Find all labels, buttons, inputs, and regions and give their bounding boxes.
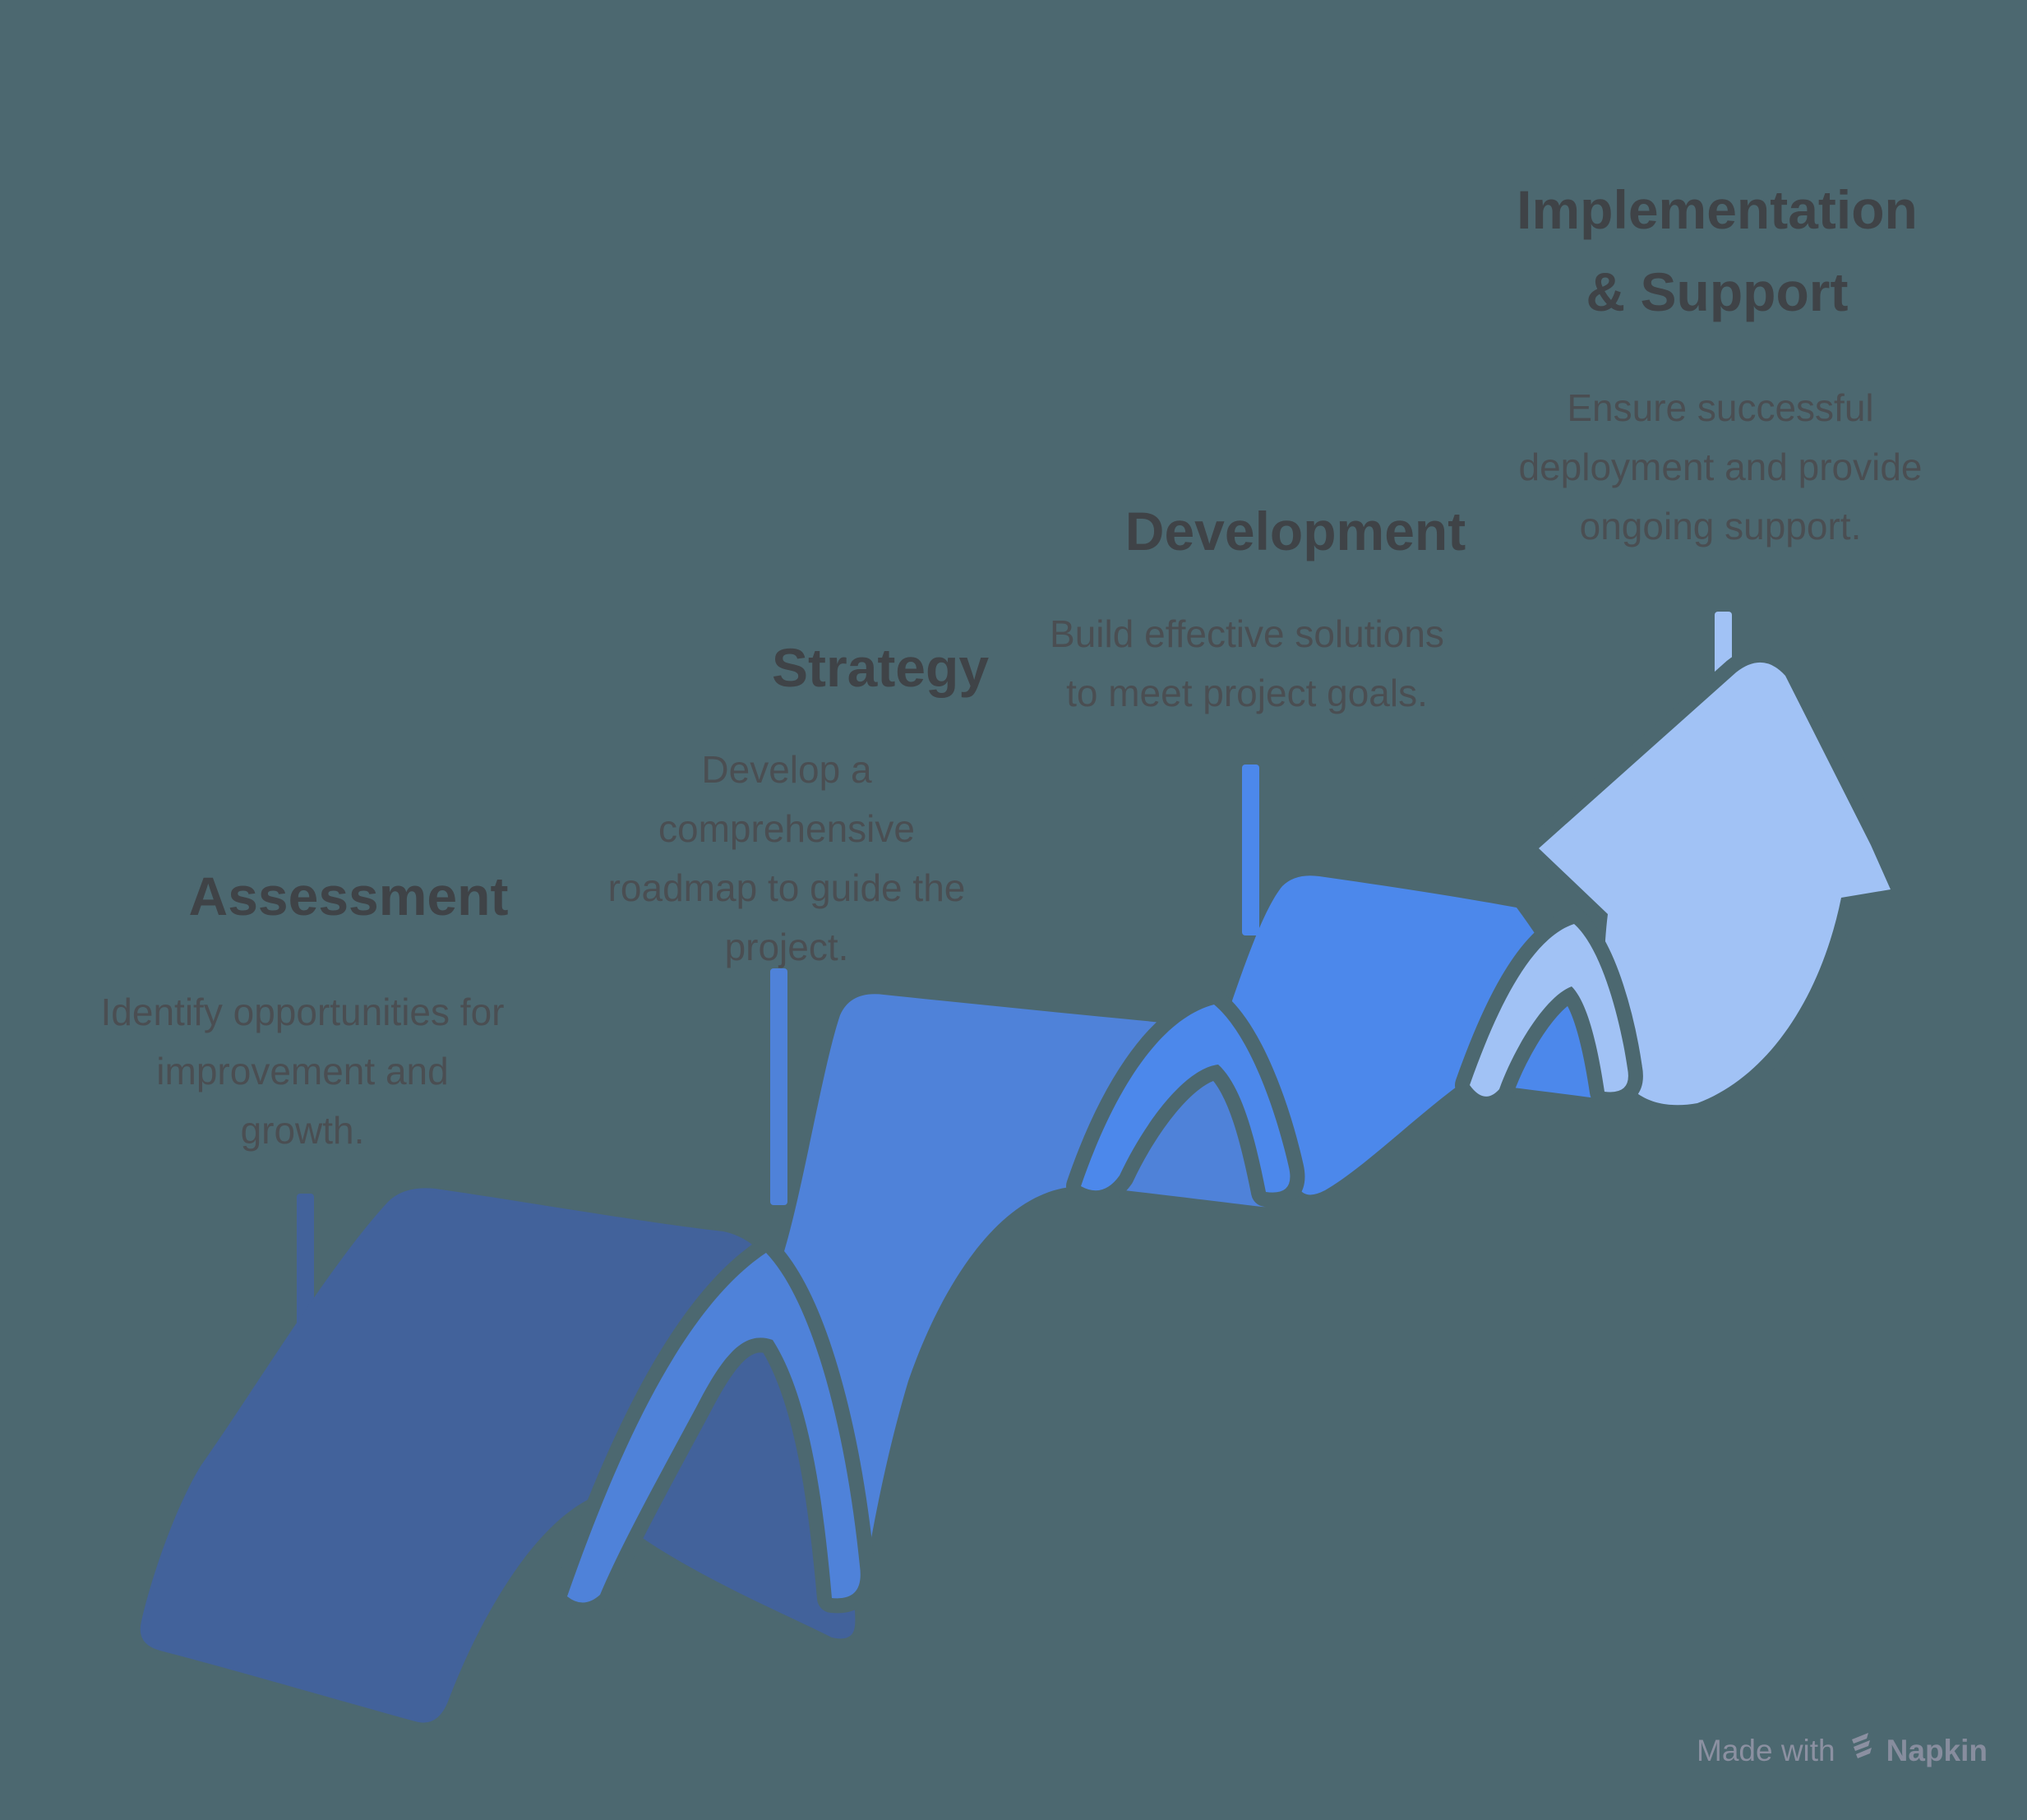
stage-desc-strategy: Develop a comprehensive roadmap to guide… (607, 748, 966, 968)
tick-development (1242, 764, 1259, 935)
stage-label-development: Development (1041, 490, 1550, 572)
stage-title-strategy: Strategy (771, 637, 990, 698)
stage-desc-strategy-block: Develop a comprehensive roadmap to guide… (556, 740, 1017, 977)
wave-segment-assessment (140, 1188, 856, 1723)
tick-strategy (770, 968, 787, 1205)
napkin-logo-icon (1847, 1731, 1875, 1770)
wave-curl-development (1081, 1005, 1291, 1193)
wave-segment-strategy (781, 994, 1279, 1602)
wave-curl-strategy (567, 1253, 861, 1603)
watermark: Made with Napkin (1697, 1731, 1988, 1770)
stage-label-implementation: Implementation & Support (1429, 169, 2005, 333)
stage-title-implementation: Implementation & Support (1517, 179, 1918, 322)
stage-title-development: Development (1124, 501, 1466, 561)
stage-desc-development: Build effective solutions to meet projec… (1050, 612, 1444, 714)
stage-desc-implementation: Ensure successful deployment and provide… (1518, 386, 1923, 547)
stage-desc-assessment-block: Identify opportunities for improvement a… (72, 982, 533, 1160)
stage-desc-implementation-block: Ensure successful deployment and provide… (1457, 378, 1983, 556)
stage-desc-development-block: Build effective solutions to meet projec… (992, 604, 1502, 723)
watermark-brand: Napkin (1886, 1733, 1988, 1767)
stage-label-assessment: Assessment (94, 855, 603, 937)
tick-assessment (297, 1194, 314, 1332)
watermark-made-with: Made with (1697, 1733, 1835, 1767)
arrow-head (1539, 662, 1891, 1106)
stage-title-assessment: Assessment (188, 866, 509, 926)
wave-curl-implementation (1470, 924, 1628, 1097)
stage-label-strategy: Strategy (626, 626, 1135, 709)
stage-desc-assessment: Identify opportunities for improvement a… (100, 991, 505, 1152)
